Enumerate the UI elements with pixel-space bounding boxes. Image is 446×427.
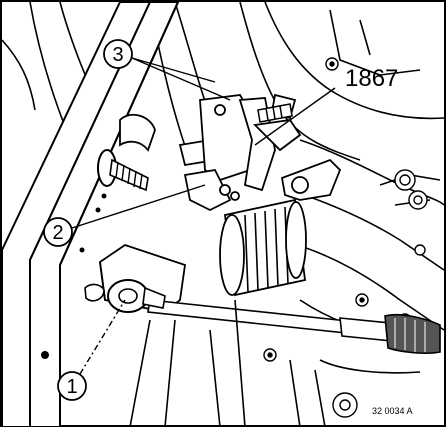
callout-label-3: 3: [112, 44, 123, 66]
push-rod: [84, 279, 441, 355]
callout-label-2: 2: [52, 222, 63, 244]
lever-arm: [280, 158, 342, 201]
slave-cylinder-bellows: [219, 198, 307, 297]
leader-line-2: [71, 184, 206, 229]
callout-circle-1: [57, 371, 87, 401]
callout-label-1: 1: [66, 376, 77, 398]
leader-line-3: [131, 57, 216, 83]
callout-2: 2: [43, 184, 206, 247]
rail-holes: [41, 193, 107, 359]
callout-3: 3: [103, 39, 231, 101]
callout-1: 1: [57, 299, 126, 401]
mounting-bracket: [119, 113, 156, 152]
callout-circle-3: [103, 39, 133, 69]
frame-rail: [1, 1, 180, 427]
leader-line-3b: [131, 57, 231, 101]
figure-code: 32 0034 A: [372, 406, 413, 416]
leader-line-1867: [254, 87, 336, 146]
threaded-bolt-left: [97, 149, 149, 192]
lower-structure: [129, 299, 326, 427]
tool-reference-text: 1867: [345, 65, 398, 92]
leader-line-1: [79, 299, 126, 375]
fork-bolt: [257, 103, 293, 123]
tool-reference-label: 1867: [254, 65, 398, 146]
callout-circle-2: [43, 217, 73, 247]
